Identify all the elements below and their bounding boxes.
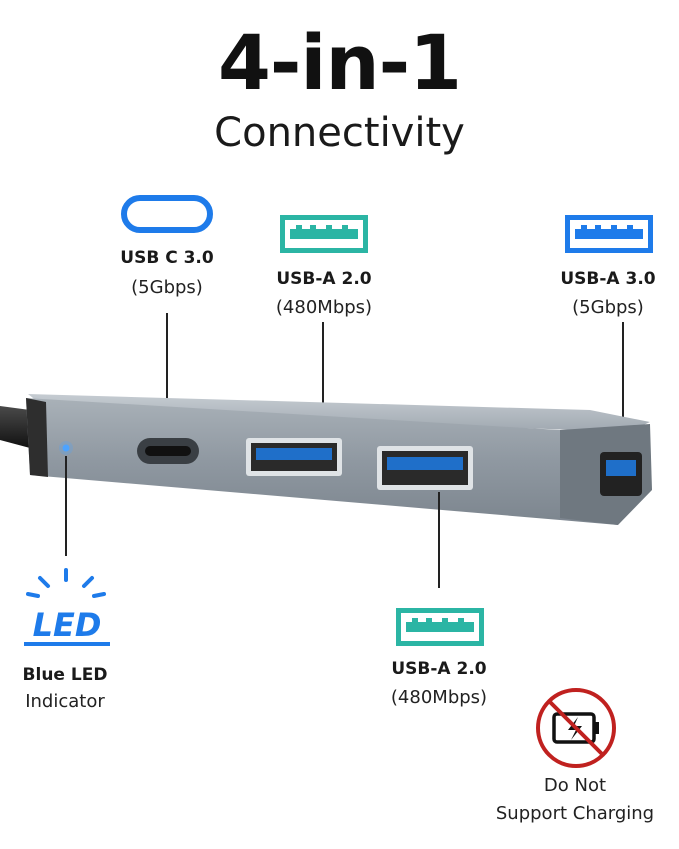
no-charging-line1: Do Not [543, 775, 607, 796]
led-label-bold: Blue LED [22, 665, 108, 685]
usb-a-bottom-leader-line [438, 492, 440, 588]
usb-a-top-left-leader-line [322, 322, 324, 434]
usb-c-icon [121, 195, 213, 233]
usb-a-bottom-label: USB-A 2.0 [391, 659, 487, 679]
usb-c-speed: (5Gbps) [131, 277, 203, 298]
usb-c-label: USB C 3.0 [120, 248, 214, 268]
no-charging-line2: Support Charging [495, 803, 655, 824]
headline-subtitle: Connectivity [214, 110, 465, 156]
usb-a-bottom-speed: (480Mbps) [390, 687, 488, 708]
usb-c-leader-line [166, 313, 168, 433]
led-label: Indicator [25, 691, 105, 712]
led-leader-line [65, 456, 67, 556]
led-rays-icon [24, 566, 108, 600]
usb-hub-device [0, 380, 679, 530]
usb-a-teal-icon-top [280, 215, 368, 253]
usb-a-3-label: USB-A 3.0 [560, 269, 656, 289]
usb-a-top-left-speed: (480Mbps) [275, 297, 373, 318]
usb-a-3-speed: (5Gbps) [572, 297, 644, 318]
usb-a-3-leader-line [622, 322, 624, 450]
led-icon-text: LED [24, 604, 110, 646]
usb-a-top-left-label: USB-A 2.0 [276, 269, 372, 289]
usb-a-teal-icon-bottom [396, 608, 484, 646]
no-charging-icon [534, 686, 618, 770]
headline-title: 4-in-1 [217, 18, 462, 107]
usb-a-blue-icon [565, 215, 653, 253]
